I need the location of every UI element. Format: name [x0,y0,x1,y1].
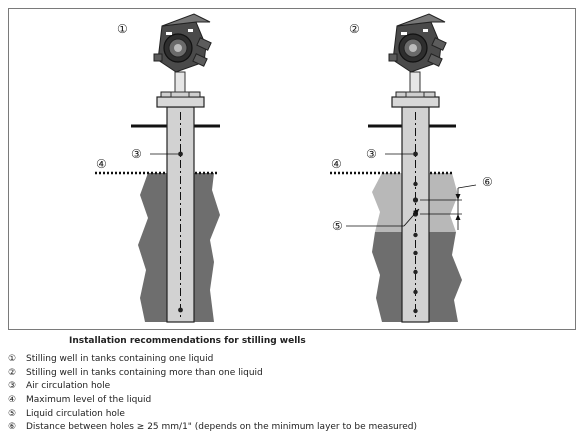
legend-number: ⑥ [8,422,17,433]
diagram-1 [95,13,220,323]
air-hole-2 [413,151,418,157]
diagram: ① ② ③ ③ ④ ④ ⑤ ⑥ [95,13,493,323]
legend-text: Air circulation hole [26,381,111,392]
legend-text: Liquid circulation hole [26,408,125,419]
flange-2 [391,96,440,108]
legend-item: ① Stilling well in tanks containing one l… [8,353,417,367]
legend-item: ③ Air circulation hole [8,380,417,394]
diagram-2 [330,13,477,323]
legend-number: ① [8,354,17,364]
marker-3-left: ③ [131,147,142,161]
transmitter-1 [153,13,212,98]
marker-6: ⑥ [482,175,493,189]
legend-number: ⑤ [8,408,17,419]
marker-1: ① [117,22,128,36]
legend-list: ① Stilling well in tanks containing one l… [8,353,417,435]
legend-item: ⑤ Liquid circulation hole [8,408,417,422]
liquid-hole [412,197,419,203]
liquid-hole [413,250,418,256]
legend-number: ② [8,367,17,378]
flange-1 [156,96,205,108]
diagram-caption: Installation recommendations for stillin… [69,336,306,346]
liquid-hole [413,269,418,275]
marker-4-left: ④ [96,157,107,171]
diagram-frame [8,8,576,330]
legend-text: Stilling well in tanks containing more t… [26,367,263,378]
marker-3-right: ③ [366,147,377,161]
marker-5: ⑤ [332,219,343,233]
legend-text: Distance between holes ≥ 25 mm/1" (depen… [26,422,417,433]
legend-item: ⑥ Distance between holes ≥ 25 mm/1" (depe… [8,421,417,435]
liquid-hole [413,308,418,314]
air-hole-1 [178,151,183,157]
liquid-hole [413,181,418,187]
legend-text: Stilling well in tanks containing one li… [26,354,214,364]
liquid-hole [413,232,418,238]
bottom-hole-1 [178,307,183,313]
legend-number: ③ [8,381,17,392]
marker-2: ② [349,22,360,36]
legend-text: Maximum level of the liquid [26,395,152,406]
marker-4-right: ④ [331,157,342,171]
legend-number: ④ [8,395,17,406]
legend-item: ② Stilling well in tanks containing more … [8,367,417,381]
legend-item: ④ Maximum level of the liquid [8,394,417,408]
liquid-hole [413,289,418,295]
transmitter-2 [388,13,447,98]
